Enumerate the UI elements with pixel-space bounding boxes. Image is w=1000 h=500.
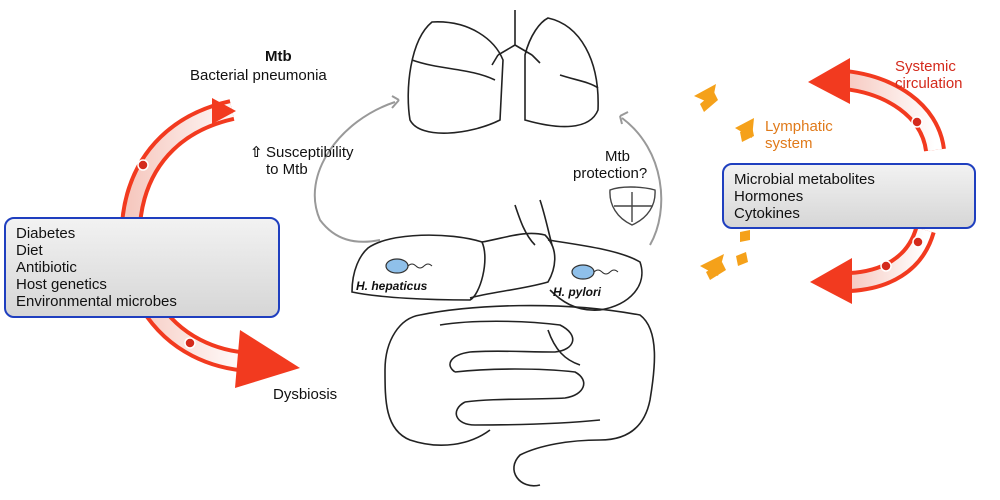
up-arrow-icon: ⇧ — [250, 144, 263, 161]
liver-stomach-illustration — [351, 199, 643, 311]
mtb-protection-label-1: Mtb — [605, 148, 631, 165]
to-mtb-label: to Mtb — [266, 161, 308, 178]
mediator-item: Cytokines — [734, 205, 800, 222]
h-hepaticus-label: H. hepaticus — [356, 279, 428, 293]
bacterial-pneumonia-label: Bacterial pneumonia — [190, 67, 327, 84]
lungs-illustration — [407, 10, 599, 134]
mtb-label: Mtb — [265, 48, 292, 65]
systemic-label-1: Systemic — [895, 58, 956, 75]
lymphatic-label-1: Lymphatic — [765, 118, 833, 135]
lymphatic-label-2: system — [765, 135, 813, 152]
cycle-arrows — [313, 95, 663, 246]
mediators-box: Microbial metabolites Hormones Cytokines — [722, 163, 976, 229]
intestines-illustration — [384, 304, 656, 487]
risk-factor-item: Diet — [16, 242, 43, 259]
mtb-protection-label-2: protection? — [573, 165, 648, 182]
shield-icon — [609, 186, 656, 226]
h-pylori-label: H. pylori — [553, 285, 602, 299]
h-hepaticus-bacterium-icon — [385, 258, 433, 274]
h-pylori-bacterium-icon — [571, 264, 619, 280]
risk-factor-item: Diabetes — [16, 225, 76, 242]
risk-factors-box: Diabetes Diet Antibiotic Host genetics E… — [4, 217, 280, 318]
risk-factor-item: Host genetics — [16, 276, 107, 293]
systemic-label-2: circulation — [895, 75, 963, 92]
right-red-arrow — [808, 58, 946, 304]
mediator-item: Hormones — [734, 188, 804, 205]
risk-factor-item: Antibiotic — [16, 259, 77, 276]
dysbiosis-label: Dysbiosis — [273, 386, 338, 403]
mediator-item: Microbial metabolites — [734, 171, 875, 188]
susceptibility-label: Susceptibility — [266, 144, 354, 161]
risk-factor-item: Environmental microbes — [16, 293, 177, 310]
orange-lymphatic-arrows — [694, 84, 754, 280]
